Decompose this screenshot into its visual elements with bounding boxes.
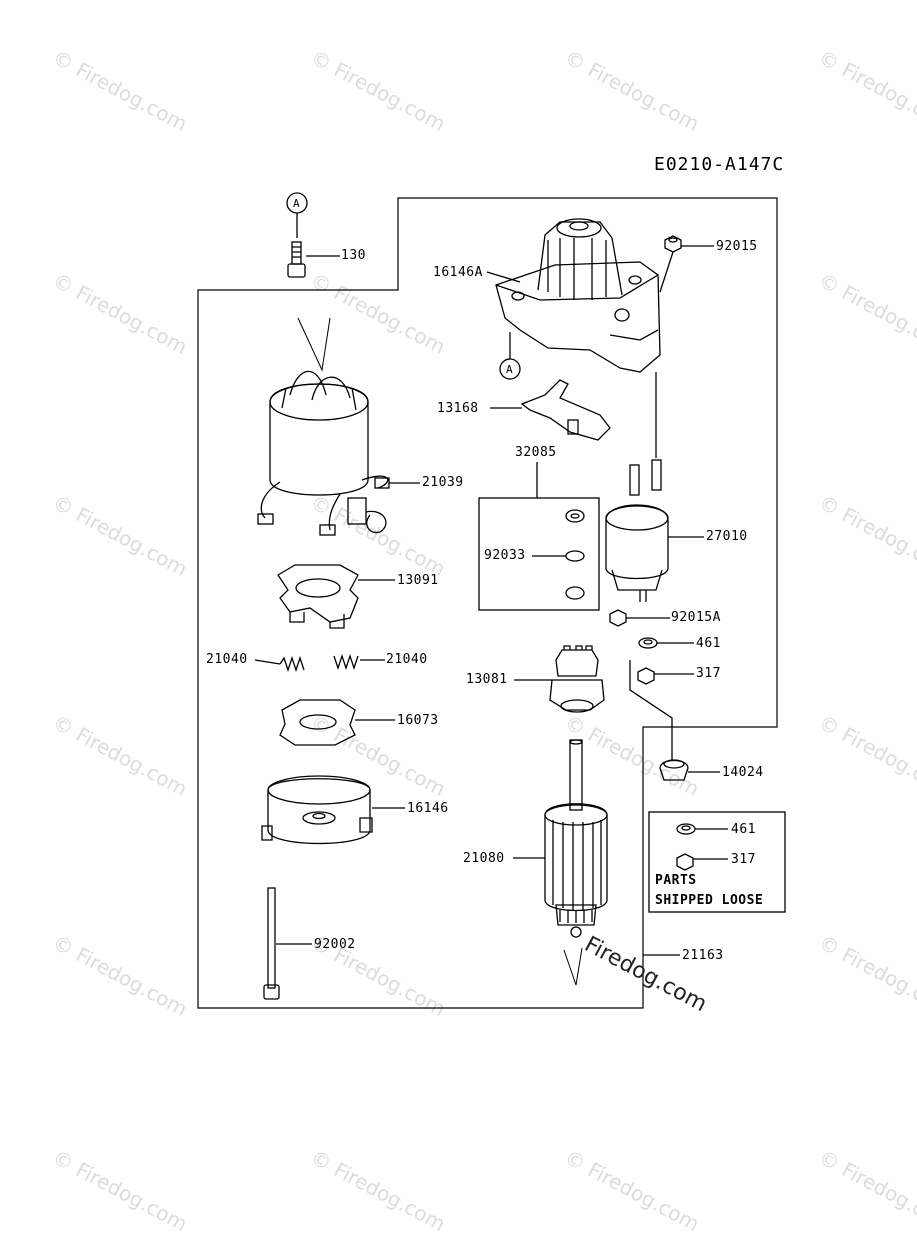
part-label-32085[interactable]: 32085 — [515, 445, 557, 460]
parts-shipped-loose-note: PARTS SHIPPED LOOSE — [655, 871, 763, 911]
part-label-16146A[interactable]: 16146A — [433, 265, 483, 280]
part-label-16146[interactable]: 16146 — [407, 801, 449, 816]
part-label-130[interactable]: 130 — [341, 248, 366, 263]
cap-14024-drawing — [659, 759, 720, 781]
nut-92015-drawing — [659, 235, 714, 293]
pinion-clutch-drawing — [514, 645, 605, 713]
exploded-view-drawing — [197, 192, 786, 1009]
part-label-21080[interactable]: 21080 — [463, 851, 505, 866]
ref-marker-housing — [499, 332, 521, 380]
part-label-317[interactable]: 317 — [696, 666, 721, 681]
diagram-code: E0210-A147C — [654, 154, 785, 175]
note-line-2: SHIPPED LOOSE — [655, 893, 764, 908]
part-label-14024[interactable]: 14024 — [722, 765, 764, 780]
part-label-13081[interactable]: 13081 — [466, 672, 508, 687]
parts-diagram: © Firedog.com © Firedog.com © Firedog.co… — [49, 45, 917, 1236]
field-coil-drawing — [257, 317, 420, 536]
part-label-92033[interactable]: 92033 — [484, 548, 526, 563]
spring-right-drawing — [333, 653, 385, 671]
part-label-16073[interactable]: 16073 — [397, 713, 439, 728]
washer-461-drawing — [638, 637, 694, 649]
lever-13168-drawing — [490, 379, 611, 441]
nut-317-drawing — [629, 660, 694, 760]
part-label-92002[interactable]: 92002 — [314, 937, 356, 952]
bolt-130-drawing — [287, 241, 340, 278]
part-label-21040-right[interactable]: 21040 — [386, 652, 428, 667]
part-label-21163[interactable]: 21163 — [682, 948, 724, 963]
nut-92015A-drawing — [609, 609, 670, 627]
spring-left-drawing — [254, 655, 305, 673]
ref-marker-top — [286, 192, 308, 238]
part-label-27010[interactable]: 27010 — [706, 529, 748, 544]
part-label-21039[interactable]: 21039 — [422, 475, 464, 490]
loose-item-317[interactable]: 317 — [731, 852, 756, 867]
rear-bracket-drawing — [261, 775, 405, 845]
front-housing-drawing — [486, 218, 661, 373]
ref-marker-label: A — [293, 197, 301, 210]
part-label-21040-left[interactable]: 21040 — [206, 652, 248, 667]
loose-parts-box-drawing — [648, 811, 786, 913]
kit-box-drawing — [478, 462, 600, 611]
assembly-boundary — [197, 197, 778, 1009]
bolt-92002-drawing — [263, 887, 312, 1000]
part-label-13168[interactable]: 13168 — [437, 401, 479, 416]
part-label-92015[interactable]: 92015 — [716, 239, 758, 254]
ref-marker-label: A — [506, 363, 514, 376]
brush-holder-drawing — [277, 564, 395, 629]
part-label-92015A[interactable]: 92015A — [671, 610, 721, 625]
note-line-1: PARTS — [655, 873, 697, 888]
solenoid-drawing — [605, 372, 704, 602]
part-label-461[interactable]: 461 — [696, 636, 721, 651]
plate-16073-drawing — [279, 699, 395, 746]
armature-drawing — [513, 739, 608, 986]
part-label-13091[interactable]: 13091 — [397, 573, 439, 588]
loose-item-461[interactable]: 461 — [731, 822, 756, 837]
